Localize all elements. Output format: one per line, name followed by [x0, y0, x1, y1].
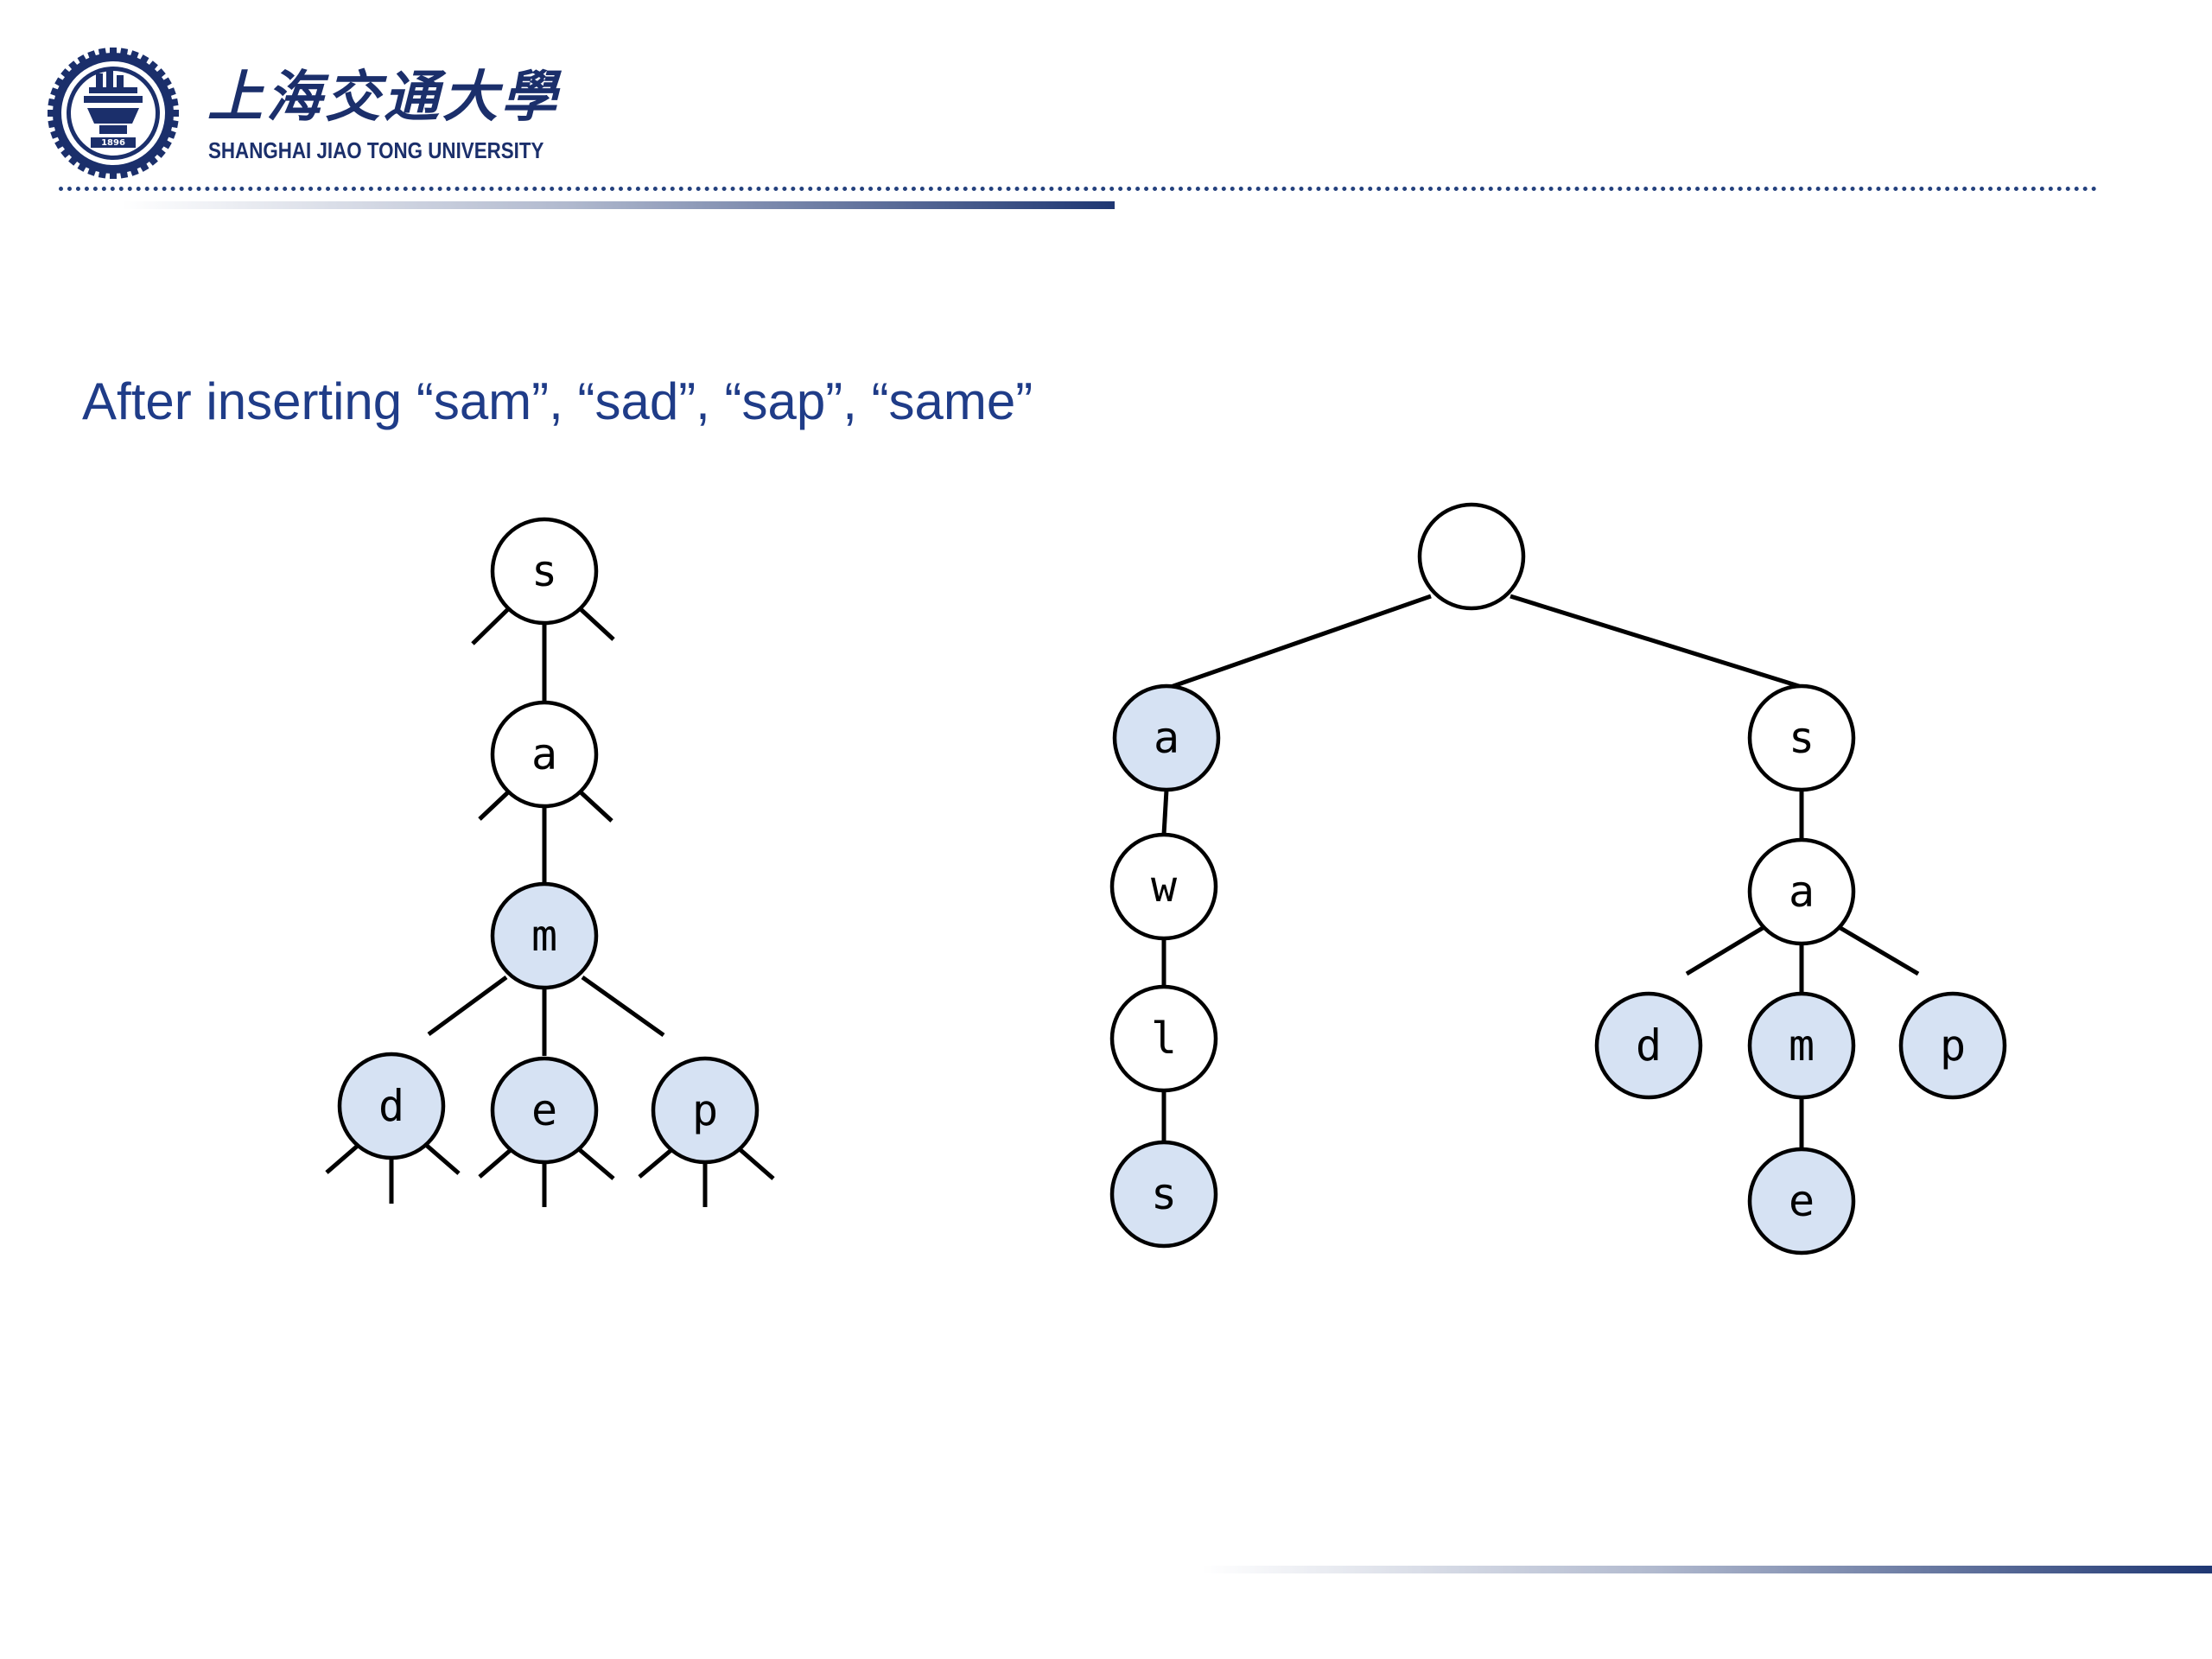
seal-year: 1896	[101, 138, 125, 148]
ternary-search-trie: s a m d e p	[325, 517, 775, 1207]
r-way-trie: a w l s s a d	[1109, 502, 2007, 1255]
tst-node-e: e	[490, 1056, 599, 1165]
tst-edge-m-d	[427, 975, 508, 1037]
tst-null-link	[579, 607, 615, 641]
tst-null-link	[577, 1147, 615, 1180]
slide-title: After inserting “sam”, “sad”, “sap”, “sa…	[82, 372, 1033, 430]
rw-node-s-leaf: s	[1109, 1140, 1218, 1249]
footer-accent-bar	[1201, 1566, 2212, 1573]
tst-null-link	[738, 1147, 775, 1180]
university-name-cn: 上海交通大學	[207, 65, 560, 130]
tst-null-link	[577, 789, 613, 823]
header-accent-bar	[121, 201, 1115, 209]
rw-node-s: s	[1747, 683, 1856, 792]
university-logo: 1896 上海交通大學 SHANGHAI JIAO TONG UNIVERSIT…	[48, 48, 556, 186]
tst-null-link	[638, 1147, 674, 1179]
university-name-en: SHANGHAI JIAO TONG UNIVERSITY	[208, 137, 544, 163]
rw-node-a: a	[1112, 683, 1221, 792]
rw-node-root	[1417, 502, 1526, 611]
rw-edge-root-s	[1510, 594, 1802, 690]
tst-node-label: d	[378, 1081, 404, 1131]
tst-node-p: p	[651, 1056, 760, 1165]
tst-node-label: a	[531, 729, 557, 779]
tst-node-m: m	[490, 881, 599, 990]
tst-node-label: m	[531, 911, 557, 961]
tst-edge-m-p	[581, 975, 665, 1038]
tst-node-a: a	[490, 700, 599, 809]
rw-node-d: d	[1594, 991, 1703, 1100]
rw-node-label: s	[1789, 713, 1815, 763]
tst-node-label: e	[531, 1085, 557, 1135]
rw-node-label: a	[1154, 713, 1179, 763]
header-dotted-divider	[59, 187, 2098, 191]
tst-null-link	[471, 607, 510, 645]
rw-node-label: m	[1789, 1020, 1815, 1071]
rw-node-m: m	[1747, 991, 1856, 1100]
tst-node-label: s	[531, 546, 557, 596]
rw-node-l: l	[1109, 984, 1218, 1093]
rw-node-p: p	[1898, 991, 2007, 1100]
tst-node-d: d	[337, 1052, 446, 1160]
rw-node-label: l	[1151, 1014, 1177, 1064]
rw-node-label: a	[1789, 867, 1815, 917]
rw-edge-a-w	[1161, 789, 1169, 836]
rw-edge-a-d	[1685, 925, 1764, 976]
tst-node-s: s	[490, 517, 599, 626]
tst-node-label: p	[692, 1085, 718, 1135]
rw-node-label: d	[1636, 1020, 1662, 1071]
rw-node-a2: a	[1747, 837, 1856, 946]
rw-edge-a-p	[1839, 925, 1920, 976]
rw-node-e: e	[1747, 1147, 1856, 1255]
rw-node-label: e	[1789, 1176, 1815, 1226]
rw-edge-root-a	[1170, 594, 1432, 690]
rw-node-label: p	[1940, 1020, 1966, 1071]
rw-node-label: w	[1151, 861, 1178, 912]
university-seal-icon: 1896	[48, 48, 179, 179]
rw-node-w: w	[1109, 832, 1218, 941]
tst-null-link	[424, 1143, 461, 1175]
tst-null-link	[478, 789, 512, 821]
tst-null-link	[325, 1143, 360, 1174]
rw-edges	[1161, 594, 1920, 1149]
tst-null-link	[478, 1147, 513, 1179]
rw-node-label: s	[1151, 1169, 1177, 1219]
tst-edges	[325, 607, 775, 1207]
